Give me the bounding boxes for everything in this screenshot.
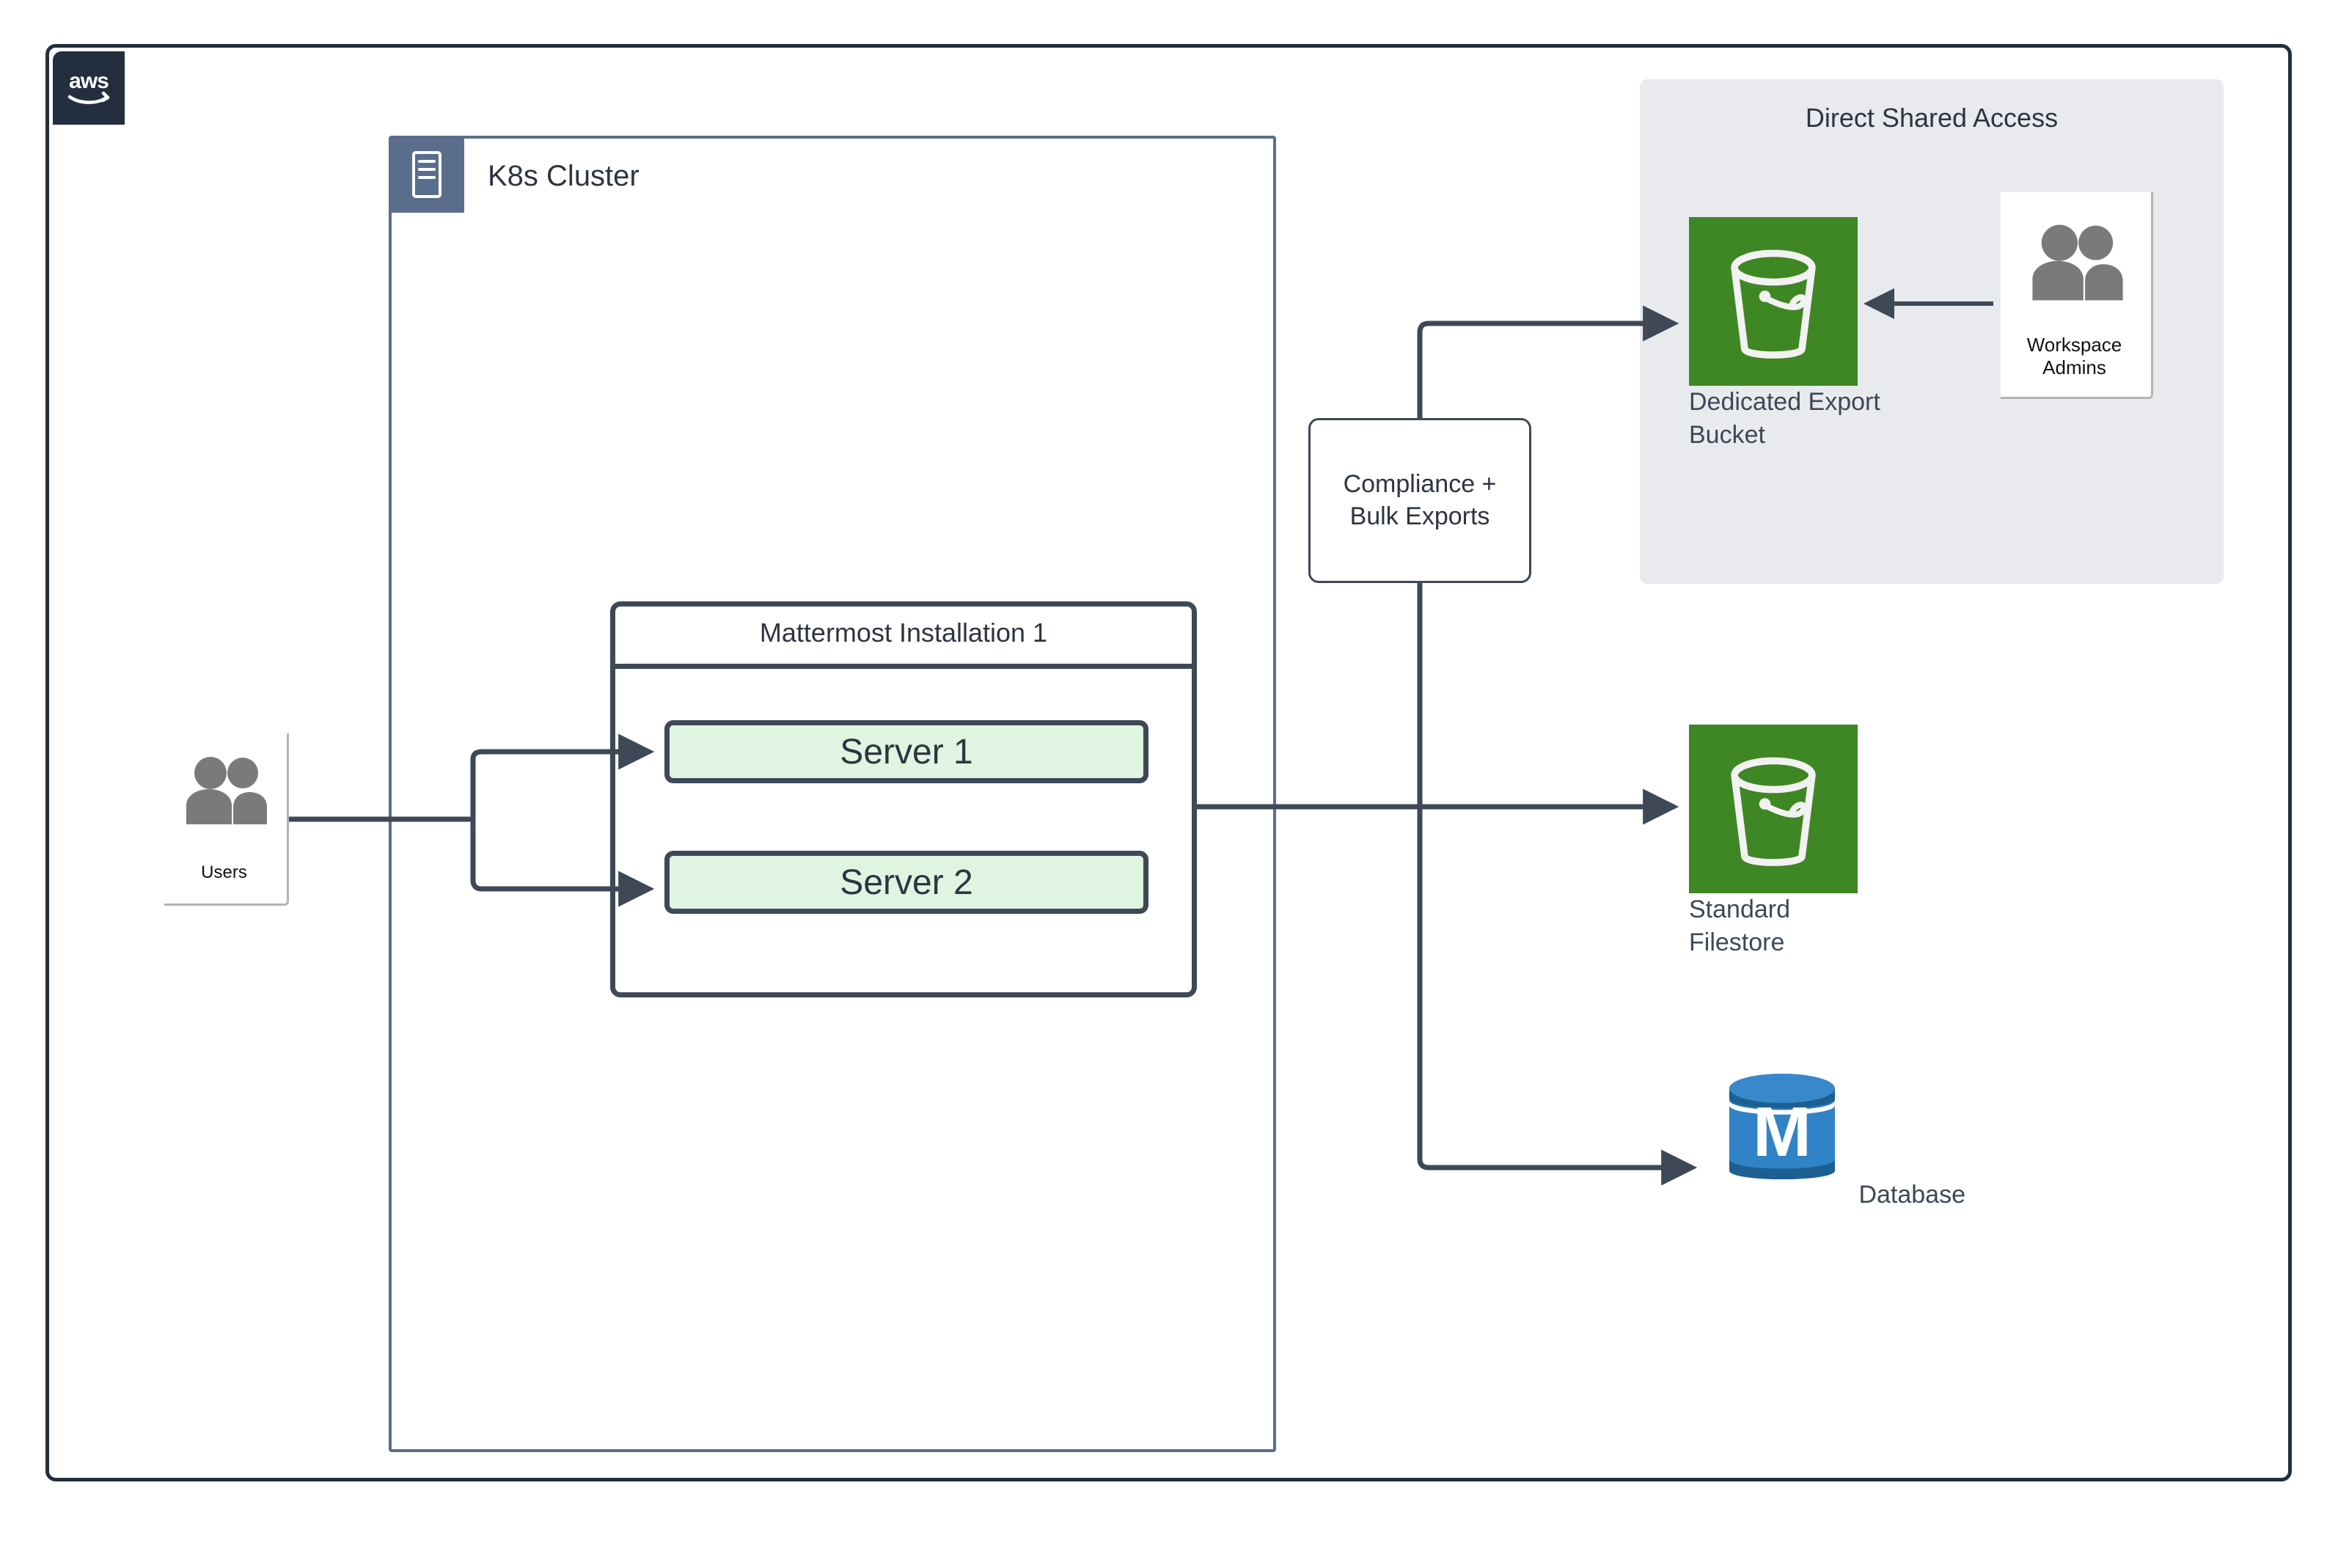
mattermost-installation-header: Mattermost Installation 1 xyxy=(610,601,1197,669)
users-group-icon xyxy=(179,754,274,831)
s3-bucket-icon xyxy=(1689,217,1858,386)
users-actor-label: Users xyxy=(164,862,284,883)
users-group-icon xyxy=(2024,221,2131,307)
workspace-admins-actor-card[interactable]: Workspace Admins xyxy=(2001,192,2153,399)
dedicated-export-bucket-label: Dedicated Export Bucket xyxy=(1689,388,1880,449)
mattermost-database-icon: M xyxy=(1709,1193,1858,1206)
compliance-line-2: Bulk Exports xyxy=(1350,501,1490,533)
compliance-bulk-exports-node[interactable]: Compliance + Bulk Exports xyxy=(1308,418,1531,583)
compliance-line-1: Compliance + xyxy=(1344,469,1497,501)
svg-text:aws: aws xyxy=(69,69,109,93)
database-label: Database xyxy=(1858,1181,1965,1209)
server-node-1[interactable]: Server 1 xyxy=(664,720,1148,783)
standard-filestore-label: Standard Filestore xyxy=(1689,895,1790,956)
server-1-label: Server 1 xyxy=(840,732,972,772)
mattermost-installation-title: Mattermost Installation 1 xyxy=(760,618,1047,648)
k8s-cluster-label: K8s Cluster xyxy=(488,160,640,193)
server-rack-icon xyxy=(389,136,464,213)
dedicated-export-bucket-node[interactable]: Dedicated Export Bucket xyxy=(1689,217,1880,452)
direct-shared-access-label: Direct Shared Access xyxy=(1640,103,2224,133)
database-node[interactable]: M Database xyxy=(1709,1056,1965,1212)
aws-logo-icon: aws xyxy=(53,51,125,125)
standard-filestore-node[interactable]: Standard Filestore xyxy=(1689,725,1858,959)
s3-bucket-icon xyxy=(1689,725,1858,893)
svg-text:M: M xyxy=(1753,1093,1811,1171)
users-actor-card[interactable]: Users xyxy=(164,733,289,906)
workspace-admins-label: Workspace Admins xyxy=(2001,334,2148,379)
server-node-2[interactable]: Server 2 xyxy=(664,851,1148,914)
server-2-label: Server 2 xyxy=(840,862,972,903)
